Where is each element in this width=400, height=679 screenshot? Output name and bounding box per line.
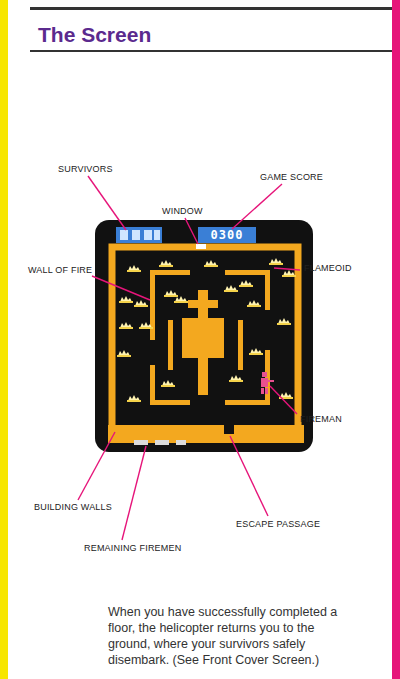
yellow-edge-stripe: [0, 0, 8, 679]
rule-top: [30, 7, 392, 10]
leader-lines: [78, 176, 300, 540]
callout-label: WALL OF FIRE: [28, 265, 92, 275]
callout-label: WINDOW: [162, 206, 203, 216]
fireman-figure: [261, 372, 274, 394]
page-title: The Screen: [38, 23, 151, 47]
callout-label: SURVIVORS: [58, 164, 113, 174]
game-score: 0300: [211, 228, 244, 242]
callout-label: FIREMAN: [300, 414, 342, 424]
rule-bottom: [30, 50, 392, 52]
callout-label: FLAMEOID: [304, 263, 352, 273]
callout-label: BUILDING WALLS: [34, 502, 112, 512]
game-screen: [95, 220, 313, 452]
escape-passage: [224, 424, 234, 434]
window: [196, 244, 206, 249]
pink-edge-stripe: [392, 0, 400, 679]
body-text: When you have successfully completed a f…: [108, 604, 348, 668]
callout-label: REMAINING FIREMEN: [84, 543, 181, 553]
callout-label: ESCAPE PASSAGE: [236, 519, 320, 529]
callout-label: GAME SCORE: [260, 172, 323, 182]
